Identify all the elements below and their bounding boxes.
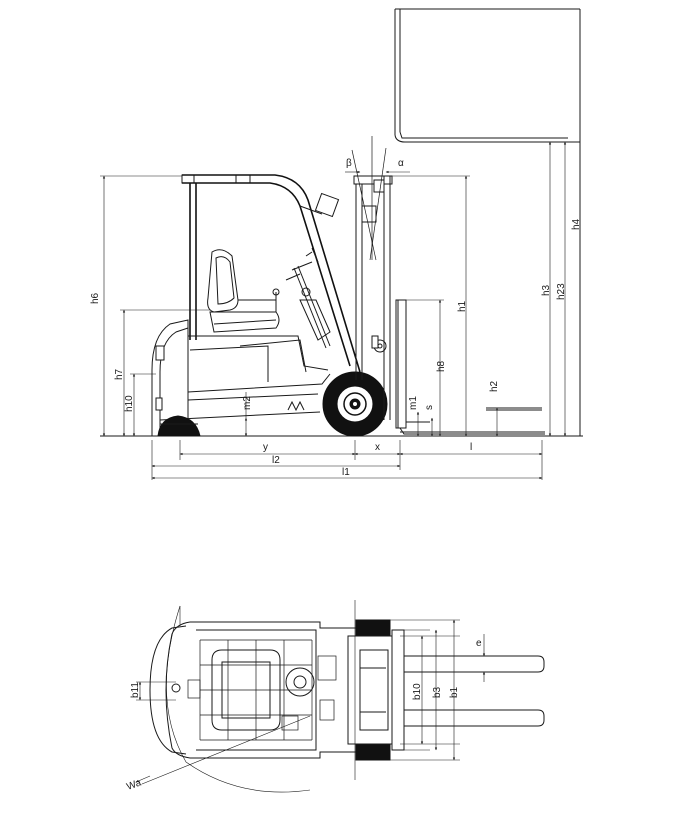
seat-top — [211, 649, 281, 731]
dim-label-b3: b3 — [432, 686, 443, 698]
logo-mark — [287, 400, 305, 412]
dim-label-m1: m1 — [408, 396, 419, 410]
dim-label-b10: b10 — [412, 683, 423, 700]
steering-wheel-top — [285, 667, 315, 697]
fork-h2 — [486, 407, 542, 411]
dim-label-h4: h4 — [571, 218, 582, 230]
dim-label-h7: h7 — [114, 368, 125, 380]
fork-carriage — [395, 299, 545, 435]
dim-label-b1: b1 — [449, 686, 460, 698]
top-view: b11 b10 b3 b1 e Wa — [125, 600, 545, 793]
wa-radius-line — [141, 715, 311, 785]
dim-label-l: l — [470, 442, 472, 453]
fork-right-top — [404, 709, 545, 727]
steering-column — [285, 247, 331, 349]
dim-label-h10: h10 — [124, 395, 135, 412]
top-guard-grid — [199, 639, 313, 741]
raised-mast — [394, 8, 581, 436]
dim-label-beta: β — [346, 158, 352, 169]
dim-label-h23: h23 — [556, 283, 567, 300]
dim-label-h2: h2 — [489, 380, 500, 392]
dim-label-y: y — [263, 442, 268, 453]
dim-label-h3: h3 — [541, 284, 552, 296]
dim-label-s: s — [424, 405, 435, 410]
dim-label-alpha: α — [398, 158, 404, 169]
side-view: h6 h7 h10 m2 m1 s h8 h1 h2 h3 h23 h4 y x… — [90, 8, 583, 480]
dim-label-x: x — [375, 442, 380, 453]
dim-label-m2: m2 — [242, 396, 253, 410]
dim-label-e: e — [476, 638, 482, 649]
dim-label-l2: l2 — [272, 455, 280, 466]
operator-seat — [207, 249, 280, 333]
dim-label-h1: h1 — [457, 300, 468, 312]
chassis-rear — [149, 625, 187, 755]
tilt-angles — [345, 136, 410, 261]
mast — [353, 175, 393, 420]
dim-label-h6: h6 — [90, 292, 101, 304]
front-wheel — [322, 371, 388, 437]
overhead-guard — [181, 174, 361, 373]
dim-label-h8: h8 — [436, 360, 447, 372]
dim-label-b11: b11 — [130, 682, 141, 698]
fork-left-top — [404, 655, 545, 673]
rear-wheel — [157, 415, 201, 437]
dim-label-wa: Wa — [125, 777, 143, 792]
dim-label-l1: l1 — [342, 467, 350, 478]
